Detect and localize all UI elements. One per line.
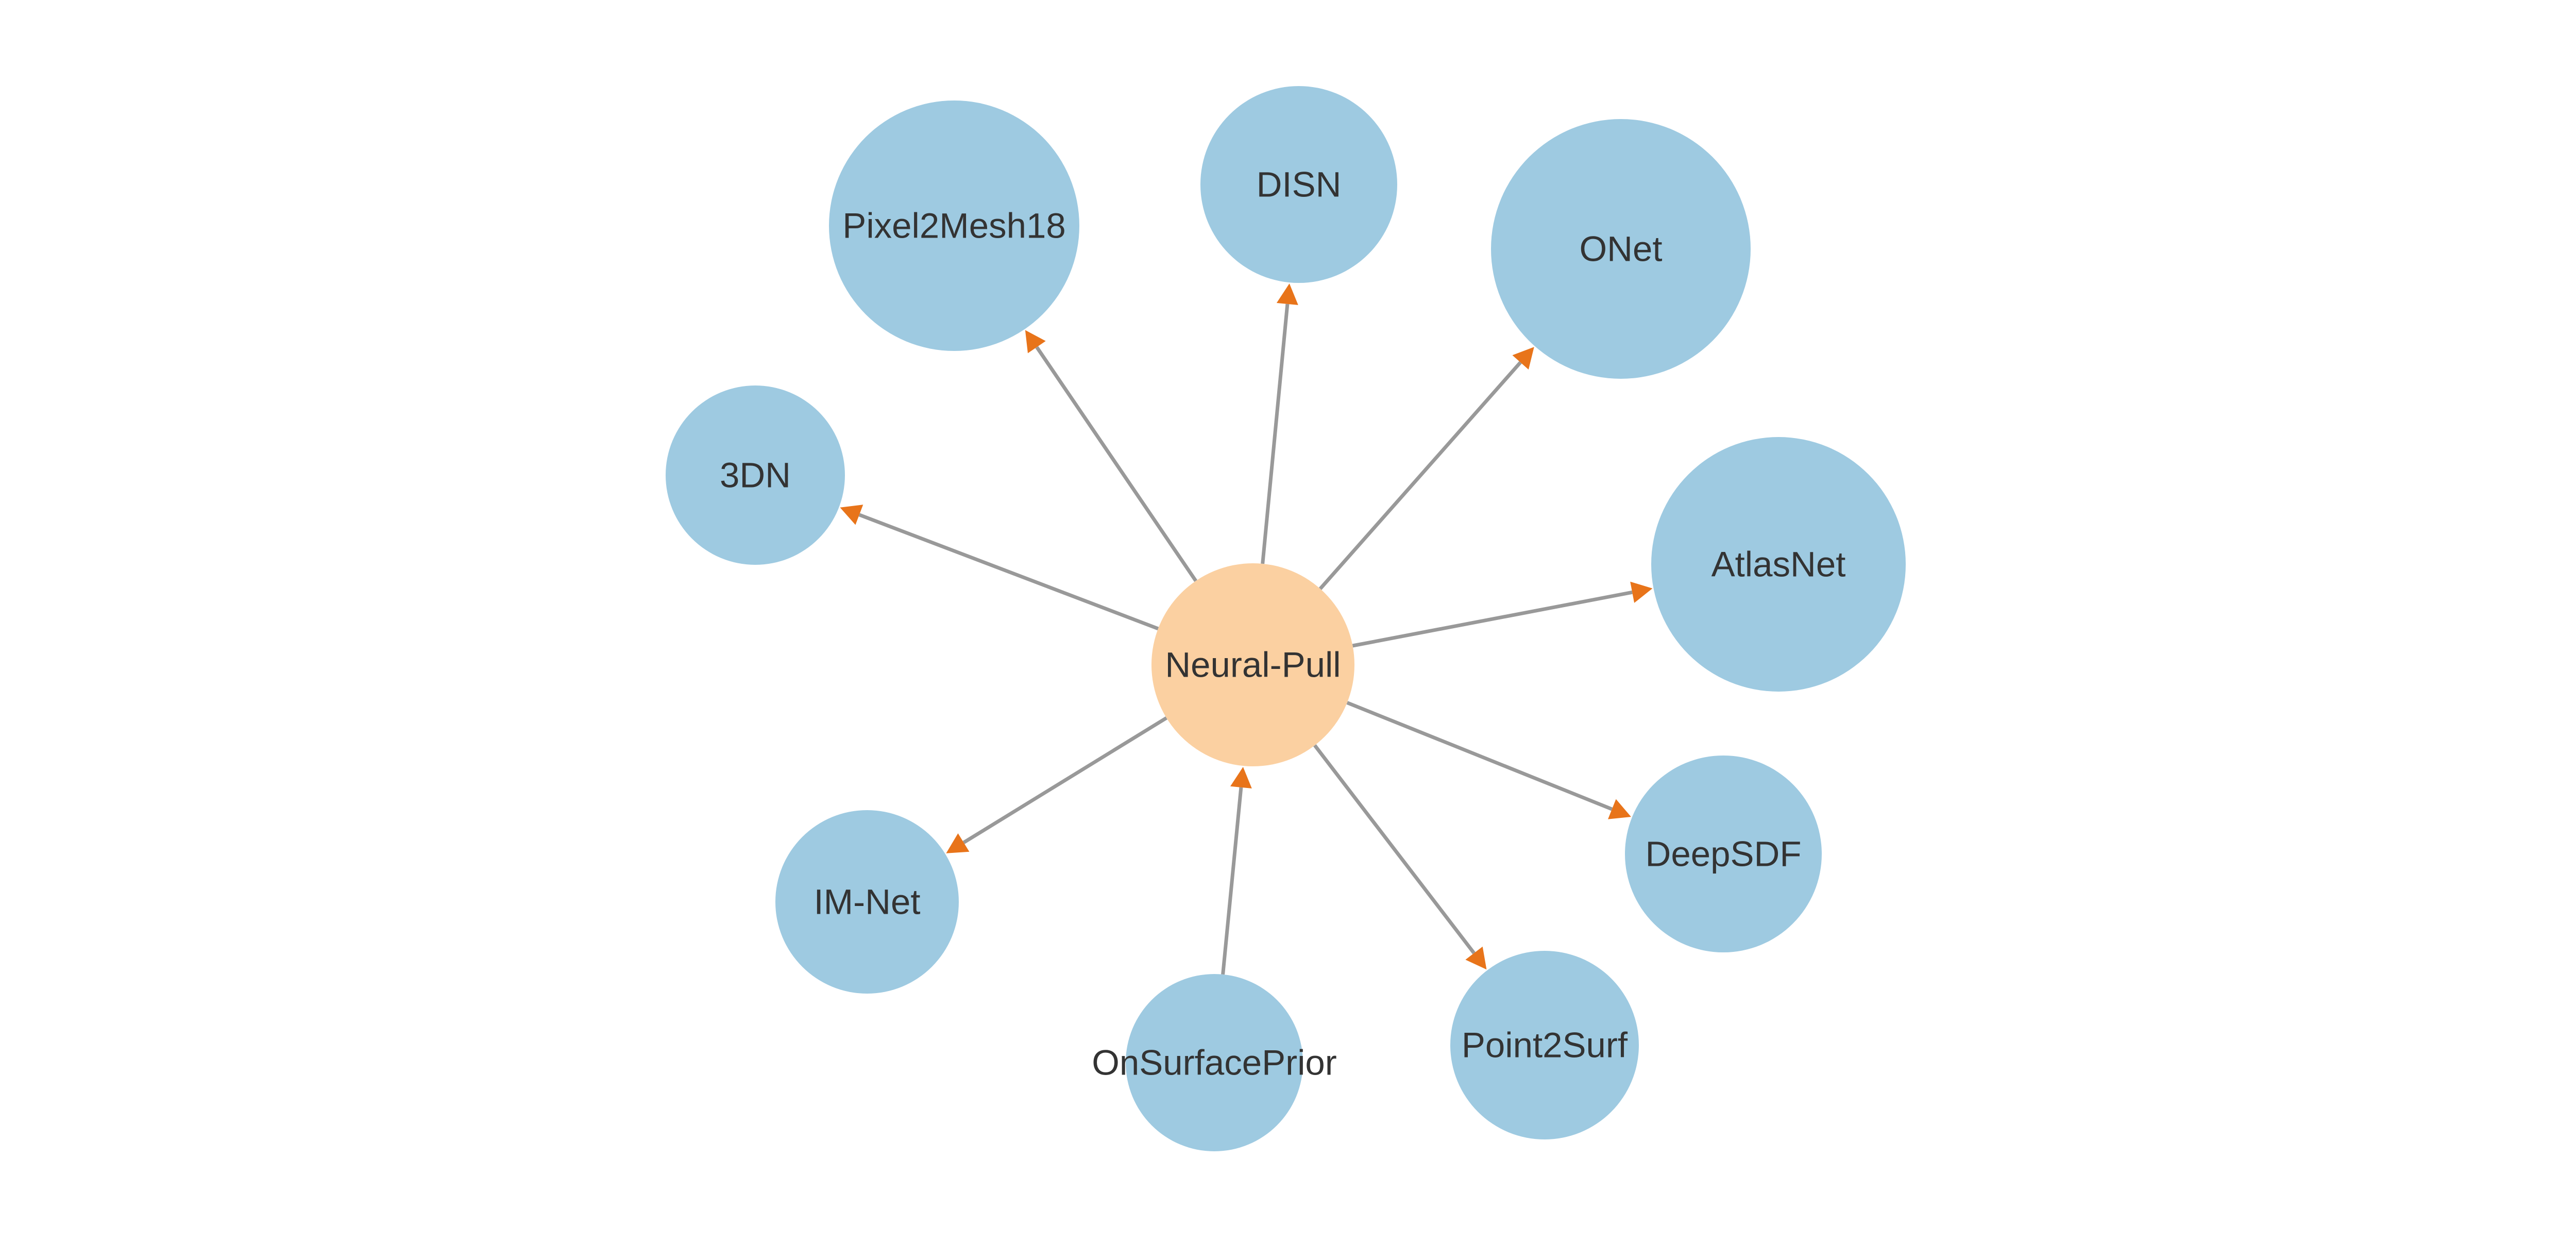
node-circle (1625, 756, 1822, 952)
nodes-layer: Neural-Pull Pixel2Mesh18 DISN ONet 3DN AtlasN… (666, 86, 1906, 1151)
node-atlasnet: AtlasNet (1651, 437, 1906, 692)
edge-line (1313, 744, 1476, 954)
node-circle (1651, 437, 1906, 692)
node-label: Pixel2Mesh18 (842, 206, 1065, 246)
edge-line (1346, 701, 1613, 811)
node-circle (775, 810, 959, 994)
node-label: ONet (1579, 229, 1662, 269)
node-im-net: IM-Net (775, 810, 959, 994)
arrow-head-icon (1276, 283, 1298, 305)
arrow-head-icon (840, 505, 863, 525)
edge-line (1318, 361, 1522, 590)
edge-neural-pull-to-disn (1261, 283, 1298, 564)
edge-line (962, 716, 1167, 844)
edge-neural-pull-to-onet (1318, 347, 1534, 590)
arrow-head-icon (1608, 799, 1631, 819)
edge-neural-pull-to-deepsdf (1346, 701, 1631, 819)
edge-neural-pull-to-point2surf (1313, 744, 1487, 970)
edge-neural-pull-to-3dn (840, 505, 1159, 631)
node-label: AtlasNet (1711, 545, 1846, 584)
arrow-head-icon (1630, 581, 1653, 603)
edge-onsurfaceprior-to-neural-pull (1221, 767, 1252, 975)
arrow-head-icon (1465, 946, 1487, 970)
edge-line (1261, 304, 1290, 564)
node-onet: ONet (1491, 119, 1751, 379)
arrow-head-icon (946, 833, 970, 853)
edge-line (1352, 590, 1633, 648)
node-circle (666, 385, 845, 565)
arrow-head-icon (1025, 330, 1046, 354)
node-circle (1126, 974, 1303, 1151)
node-label: IM-Net (814, 882, 921, 922)
node-neural-pull: Neural-Pull (1151, 563, 1354, 766)
edge-neural-pull-to-im-net (946, 716, 1167, 853)
arrow-head-icon (1512, 347, 1534, 370)
node-circle (1491, 119, 1751, 379)
node-pixel2mesh18: Pixel2Mesh18 (829, 100, 1079, 351)
node-label: DISN (1257, 165, 1342, 205)
edge-line (858, 513, 1159, 631)
edge-line (1221, 787, 1243, 975)
node-label: DeepSDF (1646, 834, 1802, 874)
node-circle (829, 100, 1079, 351)
node-label: 3DN (720, 456, 791, 495)
node-label: Point2Surf (1462, 1026, 1628, 1065)
edges-layer (840, 283, 1653, 975)
node-circle (1151, 563, 1354, 766)
node-disn: DISN (1200, 86, 1397, 283)
node-circle (1450, 951, 1639, 1139)
node-circle (1200, 86, 1397, 283)
node-deepsdf: DeepSDF (1625, 756, 1822, 952)
node-label: Neural-Pull (1165, 645, 1341, 685)
arrow-head-icon (1230, 767, 1252, 788)
node-point2surf: Point2Surf (1450, 951, 1639, 1139)
node-onsurfaceprior: OnSurfacePrior (1092, 974, 1337, 1151)
node-label: OnSurfacePrior (1092, 1043, 1337, 1083)
edge-line (1035, 346, 1197, 582)
node-3dn: 3DN (666, 385, 845, 565)
edge-neural-pull-to-pixel2mesh18 (1025, 330, 1197, 582)
edge-neural-pull-to-atlasnet (1352, 581, 1653, 648)
